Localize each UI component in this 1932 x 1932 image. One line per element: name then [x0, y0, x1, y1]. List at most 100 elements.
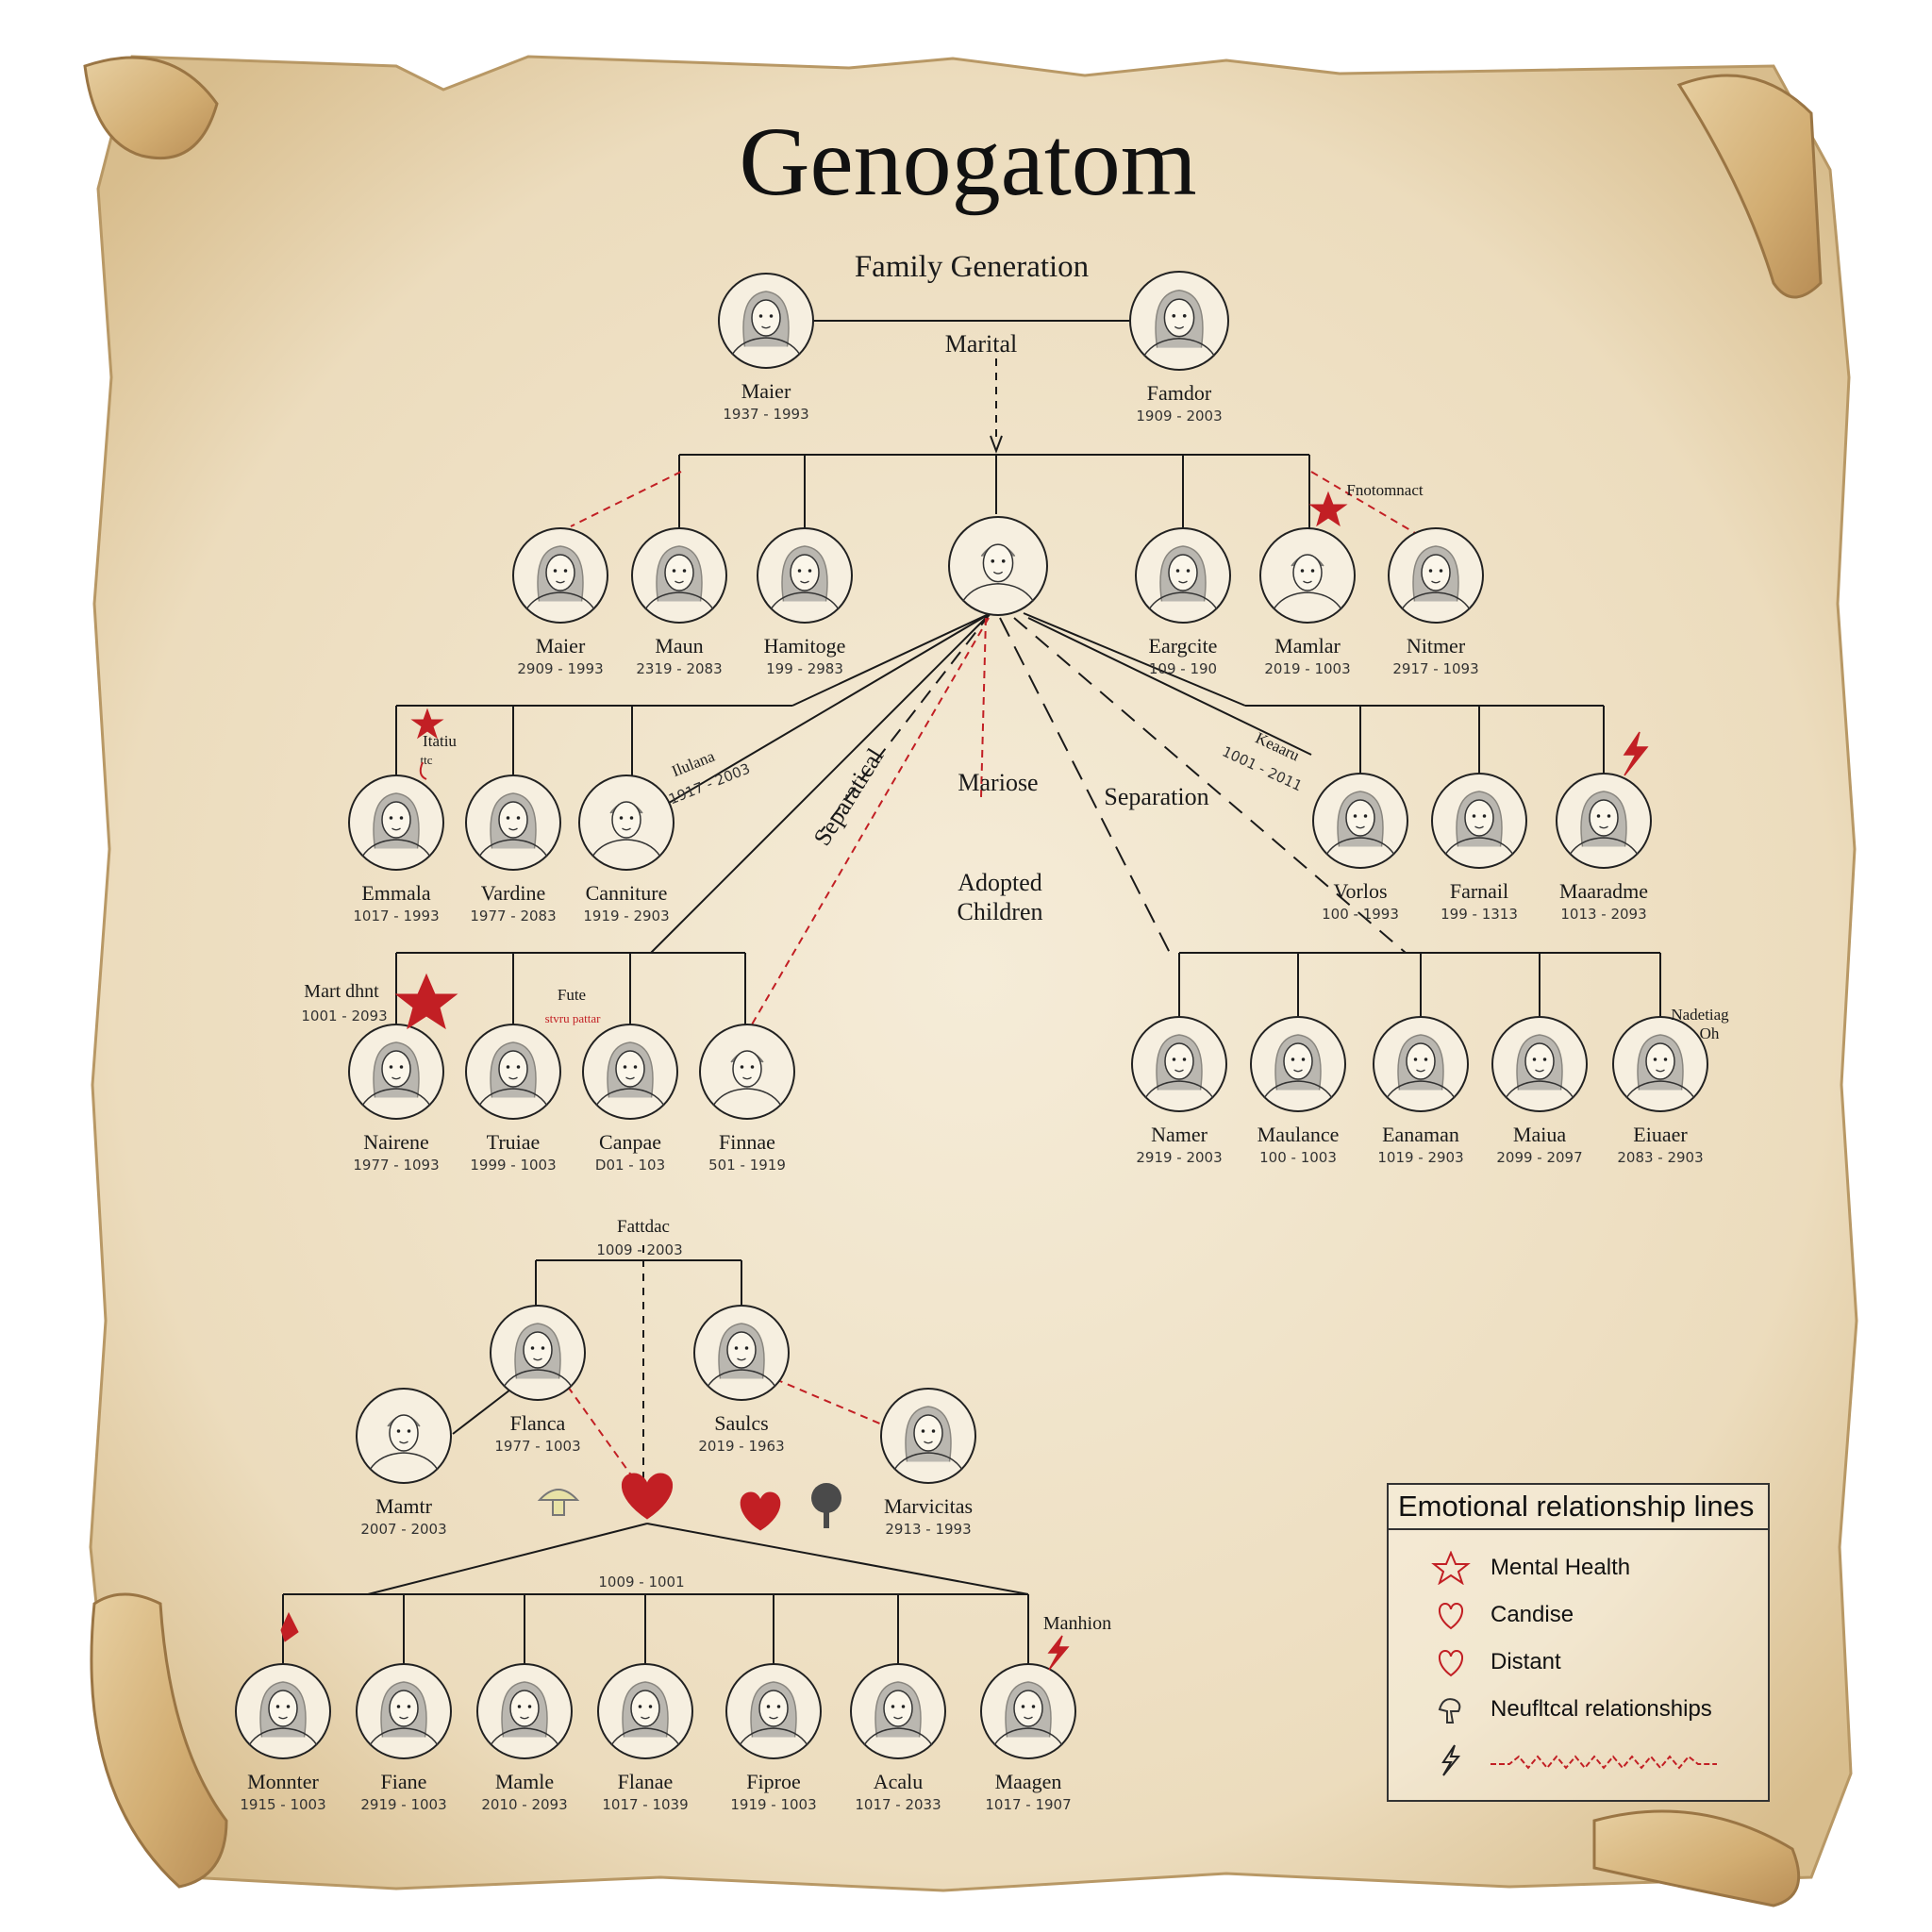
person-f2-c5: [724, 1662, 823, 1764]
person-years: 199 - 2983: [766, 660, 843, 677]
person-name: Marvicitas: [883, 1494, 974, 1518]
legend-label: Candise: [1491, 1602, 1574, 1627]
person-name: Canniture: [585, 881, 668, 905]
legend-item-4: Neufltcal relationships: [1430, 1692, 1712, 1726]
annotation-top-right: Fnotomnact: [1346, 481, 1424, 499]
person-name: Nitmer: [1406, 634, 1466, 658]
person-name: Vorlos: [1333, 879, 1388, 903]
person-years: 1909 - 2003: [1136, 408, 1223, 425]
person-years: 1919 - 2903: [583, 908, 670, 924]
lightning-icon: [1047, 1635, 1070, 1671]
person-g4-c: [581, 1023, 679, 1124]
annotation-family2-right: Manhion: [1042, 1613, 1112, 1634]
person-name: Flanca: [509, 1411, 566, 1435]
person-name: Eargcite: [1148, 634, 1218, 658]
legend-title: Emotional relationship lines: [1389, 1485, 1768, 1530]
person-g4-h: [1491, 1015, 1589, 1117]
diagram-subtitle: Family Generation: [854, 250, 1090, 284]
person-g4-i: [1611, 1015, 1709, 1117]
person-g2-d: [947, 515, 1049, 621]
mushroom-icon: [537, 1489, 580, 1516]
person-g3-b: [464, 774, 562, 875]
person-years: 2099 - 2097: [1496, 1149, 1583, 1166]
legend-label: Neufltcal relationships: [1491, 1696, 1712, 1722]
person-years: 2919 - 2003: [1136, 1149, 1223, 1166]
portrait-icon: [718, 273, 814, 369]
person-g3-c: [577, 774, 675, 875]
portrait-icon: [880, 1388, 976, 1484]
person-name: Mamtr: [375, 1494, 432, 1518]
portrait-icon: [512, 527, 608, 624]
legend-item-5: [1430, 1743, 1717, 1777]
person-f2-left: [355, 1387, 453, 1489]
person-f2-c6: [849, 1662, 947, 1764]
relation-label-separation: Separation: [1104, 783, 1209, 810]
person-g2-f: [1258, 526, 1357, 628]
person-name: Hamitoge: [763, 634, 846, 658]
person-years: 1017 - 1993: [353, 908, 440, 924]
person-g1-left: [717, 272, 815, 374]
person-f2-c4: [596, 1662, 694, 1764]
annotation-family2-head: Fattdac: [617, 1217, 670, 1237]
person-f2-top-b: [692, 1304, 791, 1406]
portrait-icon: [1135, 527, 1231, 624]
person-years: 100 - 1003: [1259, 1149, 1337, 1166]
portrait-icon: [725, 1663, 822, 1759]
person-years: 2010 - 2093: [481, 1796, 568, 1813]
person-years: 1019 - 2903: [1377, 1149, 1464, 1166]
person-years: 1977 - 2083: [470, 908, 557, 924]
tree-icon: [1438, 1698, 1461, 1724]
annotation-g3-star: Itatiu: [423, 732, 457, 750]
relation-label-marital: Marital: [944, 330, 1018, 358]
person-g4-g: [1372, 1015, 1470, 1117]
portrait-icon: [1312, 773, 1408, 869]
person-years: D01 - 103: [594, 1157, 666, 1174]
legend-item-2: Candise: [1430, 1598, 1574, 1632]
legend-label: Distant: [1491, 1649, 1561, 1674]
person-years: 1999 - 1003: [470, 1157, 557, 1174]
portrait-icon: [348, 774, 444, 871]
person-years: 2909 - 1993: [517, 660, 604, 677]
portrait-icon: [356, 1388, 452, 1484]
portrait-icon: [597, 1663, 693, 1759]
person-g4-f: [1249, 1015, 1347, 1117]
zigzag-line-icon: [1491, 1755, 1717, 1770]
person-years: 2083 - 2903: [1617, 1149, 1704, 1166]
person-years: 1919 - 1003: [730, 1796, 817, 1813]
lightning-icon: [1623, 731, 1649, 776]
person-years: 2019 - 1963: [698, 1438, 785, 1455]
portrait-icon: [948, 516, 1048, 616]
person-name: Acalu: [873, 1770, 924, 1793]
portrait-icon: [757, 527, 853, 624]
legend-item-3: Distant: [1430, 1645, 1561, 1679]
portrait-icon: [1129, 271, 1229, 371]
person-name: Canpae: [599, 1130, 661, 1154]
person-years: 1013 - 2093: [1560, 906, 1647, 923]
portrait-icon: [1556, 773, 1652, 869]
person-g3-d: [1311, 772, 1409, 874]
person-years: 1977 - 1003: [494, 1438, 581, 1455]
person-g2-b: [630, 526, 728, 628]
portrait-icon: [631, 527, 727, 624]
star-icon: [410, 708, 444, 740]
person-name: Mamlar: [1274, 634, 1341, 658]
star-icon: [394, 973, 458, 1030]
person-g2-c: [756, 526, 854, 628]
person-years: 1977 - 1093: [353, 1157, 440, 1174]
person-years: 1915 - 1003: [240, 1796, 326, 1813]
person-g4-a: [347, 1023, 445, 1124]
person-years: 2007 - 2003: [360, 1521, 447, 1538]
person-name: Maulance: [1257, 1123, 1340, 1146]
annotation-family2-head-years: 1009 - 2003: [596, 1241, 683, 1258]
person-g4-e: [1130, 1015, 1228, 1117]
person-g1-right: [1128, 270, 1230, 375]
heart-icon: [740, 1491, 781, 1531]
portrait-icon: [1431, 773, 1527, 869]
relation-label-adopted: Adopted Children: [957, 869, 1043, 925]
portrait-icon: [465, 774, 561, 871]
person-g3-a: [347, 774, 445, 875]
person-name: Nairene: [363, 1130, 429, 1154]
person-name: Maun: [655, 634, 704, 658]
